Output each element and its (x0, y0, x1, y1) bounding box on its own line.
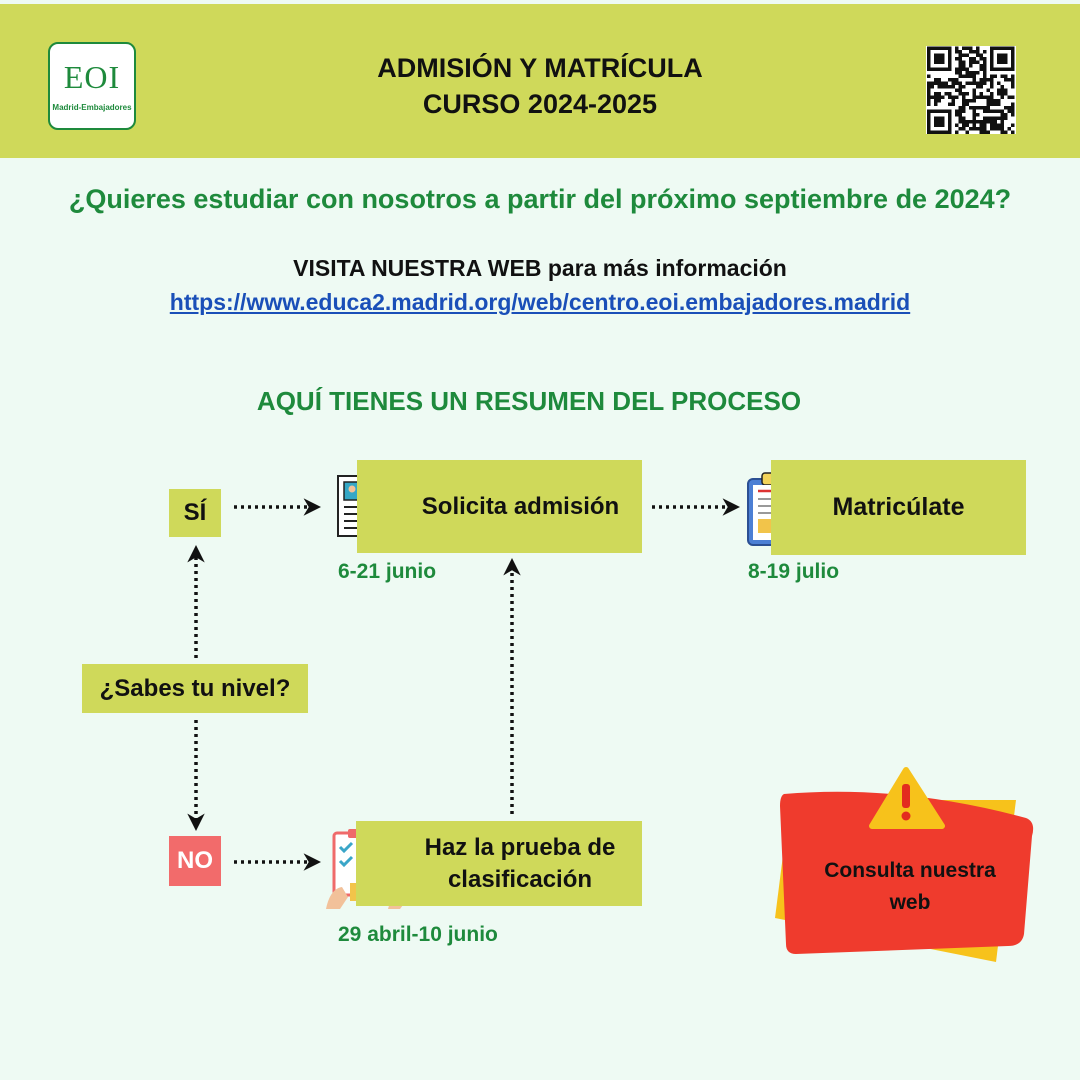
page-title: ADMISIÓN Y MATRÍCULA CURSO 2024-2025 (300, 50, 780, 122)
eoi-logo: EOI Madrid-Embajadores (48, 42, 136, 130)
apply-date: 6-21 junio (338, 560, 437, 583)
logo-text: EOI (63, 58, 121, 95)
enroll-date: 8-19 julio (748, 560, 840, 583)
qr-code-icon (926, 46, 1016, 134)
level-question-box: ¿Sabes tu nivel? (82, 664, 308, 713)
placement-test-box: Haz la prueba de clasificación (356, 821, 642, 906)
placement-test-line-2: clasificación (447, 865, 593, 893)
website-link[interactable]: https://www.educa2.madrid.org/web/centro… (169, 289, 911, 315)
notice-graphic (775, 767, 1034, 962)
visit-web-text: VISITA NUESTRA WEB para más información (293, 255, 787, 281)
apply-step-box: Solicita admisión (357, 460, 642, 553)
notice-text: Consulta nuestra web (800, 855, 1020, 919)
no-label: NO (169, 836, 221, 886)
title-line-1: ADMISIÓN Y MATRÍCULA (377, 53, 703, 83)
title-line-2: CURSO 2024-2025 (422, 89, 658, 119)
summary-title: AQUÍ TIENES UN RESUMEN DEL PROCESO (256, 386, 802, 416)
yes-label: SÍ (169, 489, 221, 537)
header-band (0, 4, 1080, 158)
notice-line-1: Consulta nuestra (824, 859, 996, 882)
placement-test-line-1: Haz la prueba de (424, 833, 616, 861)
notice-line-2: web (889, 891, 931, 914)
placement-test-date: 29 abril-10 junio (338, 923, 498, 946)
enroll-step-box: Matricúlate (771, 460, 1026, 555)
logo-subtitle: Madrid-Embajadores (52, 102, 132, 112)
intro-question: ¿Quieres estudiar con nosotros a partir … (68, 184, 1012, 214)
